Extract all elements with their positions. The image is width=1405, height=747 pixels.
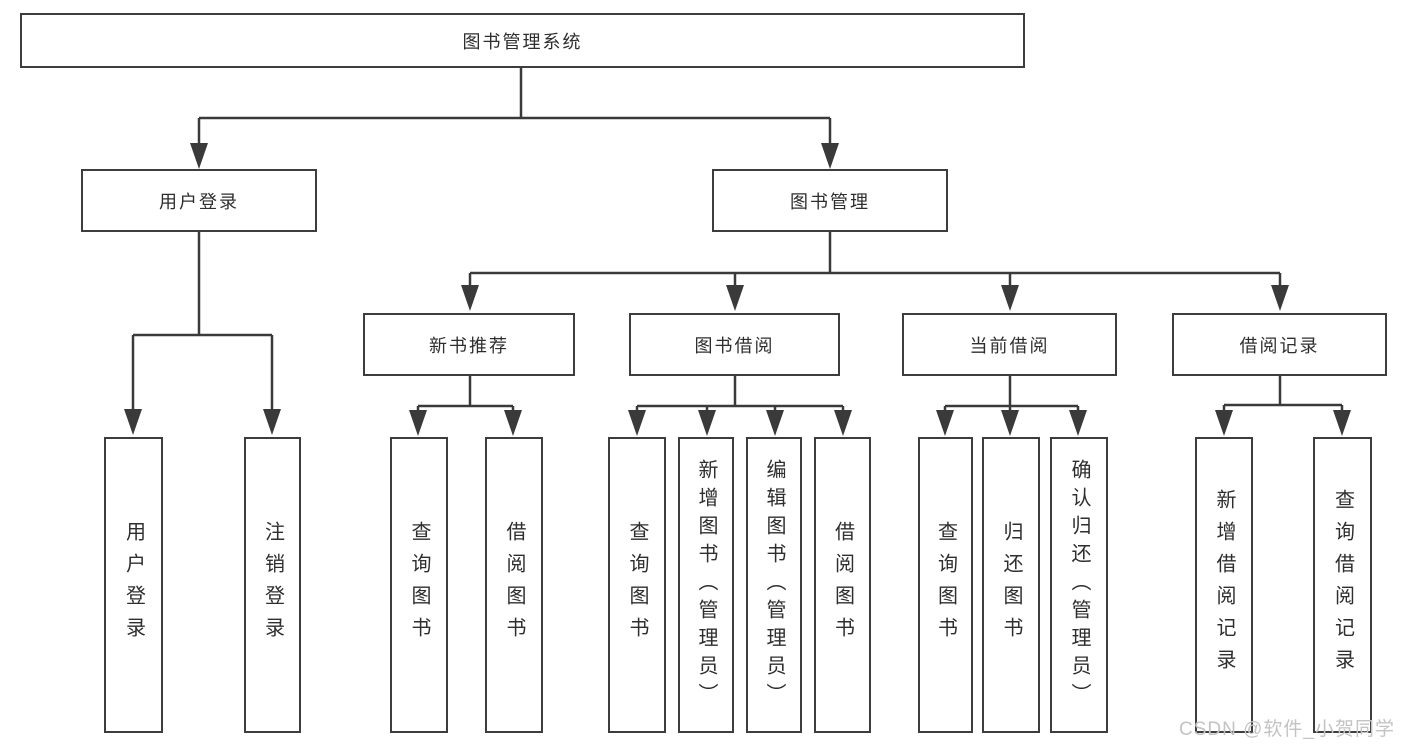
node-label: 借阅图书 — [831, 521, 854, 649]
node-label: 新增借阅记录 — [1213, 489, 1235, 681]
node-label: 图书借阅 — [694, 335, 775, 356]
node-label: 注销登录 — [261, 521, 284, 649]
node-label: 图书管理系统 — [462, 31, 583, 52]
csdn-watermark: CSDN @软件_小贺同学 — [1179, 719, 1395, 740]
node-label: 确认归还（管理员） — [1068, 459, 1090, 711]
node-book-management: 图书管理 — [712, 169, 948, 232]
node-label: 图书管理 — [790, 191, 870, 212]
node-label: 借阅记录 — [1239, 335, 1320, 356]
node-label: 用户登录 — [122, 521, 145, 649]
node-library-management-system: 图书管理系统 — [20, 13, 1025, 68]
node-label: 查询图书 — [934, 521, 957, 649]
node-nb-borrow-book: 借阅图书 — [485, 437, 543, 733]
node-bb-borrow-book: 借阅图书 — [814, 437, 871, 733]
node-br-add-record: 新增借阅记录 — [1195, 437, 1253, 733]
node-label: 查询借阅记录 — [1331, 489, 1354, 681]
node-label: 编辑图书（管理员） — [763, 459, 785, 711]
node-bb-add-book-admin: 新增图书（管理员） — [678, 437, 734, 733]
node-label: 新书推荐 — [429, 335, 509, 356]
node-label: 查询图书 — [626, 521, 648, 649]
node-book-borrow: 图书借阅 — [629, 313, 840, 376]
node-logout-login: 注销登录 — [244, 437, 301, 733]
node-label: 新增图书（管理员） — [695, 459, 717, 711]
node-label: 当前借阅 — [969, 335, 1050, 356]
node-bb-edit-book-admin: 编辑图书（管理员） — [746, 437, 802, 733]
node-new-book-recommend: 新书推荐 — [363, 313, 575, 376]
node-cb-query-book: 查询图书 — [918, 437, 973, 733]
node-bb-query-book: 查询图书 — [608, 437, 666, 733]
node-label: 借阅图书 — [503, 521, 525, 649]
node-cb-confirm-return-admin: 确认归还（管理员） — [1050, 437, 1108, 733]
node-borrow-records: 借阅记录 — [1172, 313, 1387, 376]
node-label: 用户登录 — [159, 191, 239, 212]
node-label: 归还图书 — [1000, 521, 1022, 649]
node-user-login: 用户登录 — [81, 169, 317, 232]
arrowheads — [124, 143, 1351, 436]
node-label: 查询图书 — [408, 521, 430, 649]
node-current-borrow: 当前借阅 — [902, 313, 1117, 376]
node-nb-query-book: 查询图书 — [390, 437, 448, 733]
node-login-user: 用户登录 — [104, 437, 163, 733]
node-br-query-record: 查询借阅记录 — [1313, 437, 1372, 733]
node-cb-return-book: 归还图书 — [982, 437, 1040, 733]
